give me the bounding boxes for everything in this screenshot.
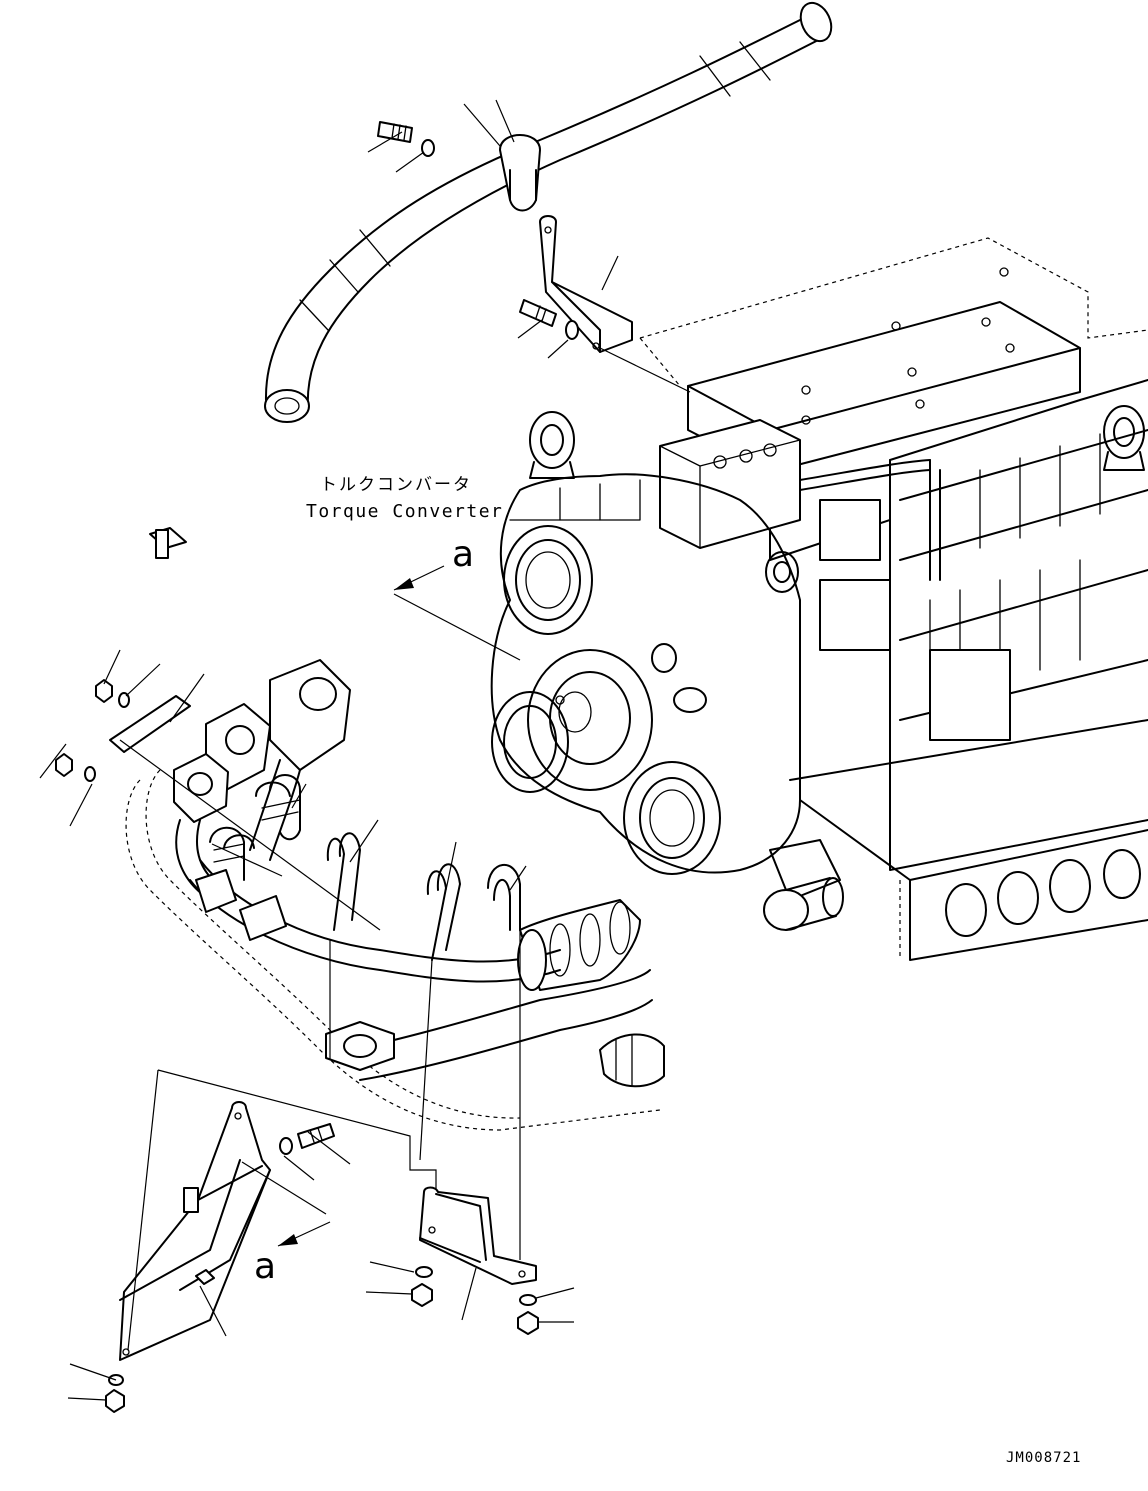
lower-left-port bbox=[491, 691, 569, 793]
component-label-jp: トルクコンバータ bbox=[320, 475, 472, 495]
lower-left-fasteners bbox=[105, 1123, 335, 1413]
lifting-eye-left bbox=[529, 411, 575, 479]
upper-left-bracket bbox=[109, 527, 191, 753]
output-shaft bbox=[763, 839, 844, 931]
oil-pan-ports bbox=[945, 849, 1141, 937]
view-arrow-upper bbox=[393, 565, 445, 591]
drawing-number: JM008721 bbox=[1006, 1450, 1081, 1466]
hose-clamp bbox=[599, 1033, 665, 1088]
clamp-bolt bbox=[377, 121, 435, 157]
upper-bracket bbox=[539, 215, 633, 353]
engine-assembly bbox=[490, 237, 1148, 961]
pipe-flange bbox=[325, 1021, 395, 1071]
lifting-eye-right bbox=[1103, 405, 1145, 471]
bracket-bolt bbox=[519, 299, 579, 340]
lower-middle-fasteners bbox=[411, 1266, 539, 1335]
component-label-en: Torque Converter bbox=[306, 501, 503, 522]
pipe-coupling bbox=[517, 899, 641, 991]
upper-port bbox=[503, 525, 593, 635]
upper-hose bbox=[264, 1, 833, 423]
oil-pipes bbox=[125, 659, 665, 1131]
lifting-eye-center bbox=[765, 551, 799, 593]
view-marker-upper: a bbox=[452, 534, 474, 575]
lower-port bbox=[623, 761, 721, 875]
lower-left-bracket bbox=[119, 1101, 271, 1361]
view-marker-lower: a bbox=[254, 1246, 276, 1287]
view-arrow-lower bbox=[277, 1221, 331, 1247]
lower-middle-bracket bbox=[419, 1186, 537, 1285]
upper-left-fasteners bbox=[55, 679, 130, 782]
u-bolt-1 bbox=[255, 774, 301, 841]
leader-lines bbox=[39, 99, 691, 1401]
cover-bolts bbox=[801, 267, 1015, 425]
pipe-fittings bbox=[173, 659, 351, 941]
